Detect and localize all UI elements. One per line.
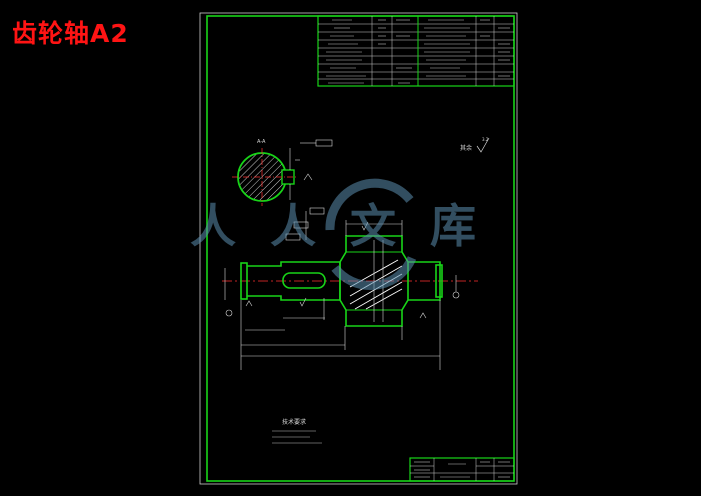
roughness-note-label: 其余 [460, 144, 472, 152]
technical-requirements: 技术要求 [272, 418, 322, 444]
outer-border [199, 12, 518, 485]
roughness-value: 3.2 [482, 137, 489, 142]
page-title: 齿轮轴A2 [12, 19, 129, 48]
watermark-logo [325, 178, 417, 290]
roughness-note: 其余 3.2 [460, 137, 490, 153]
tech-requirements-heading: 技术要求 [282, 418, 306, 426]
parameter-table [317, 15, 515, 87]
title-block [409, 457, 515, 482]
section-view-a-a: A-A [232, 139, 333, 206]
watermark-text: 人人文库 [190, 199, 510, 253]
section-label: A-A [257, 139, 266, 145]
